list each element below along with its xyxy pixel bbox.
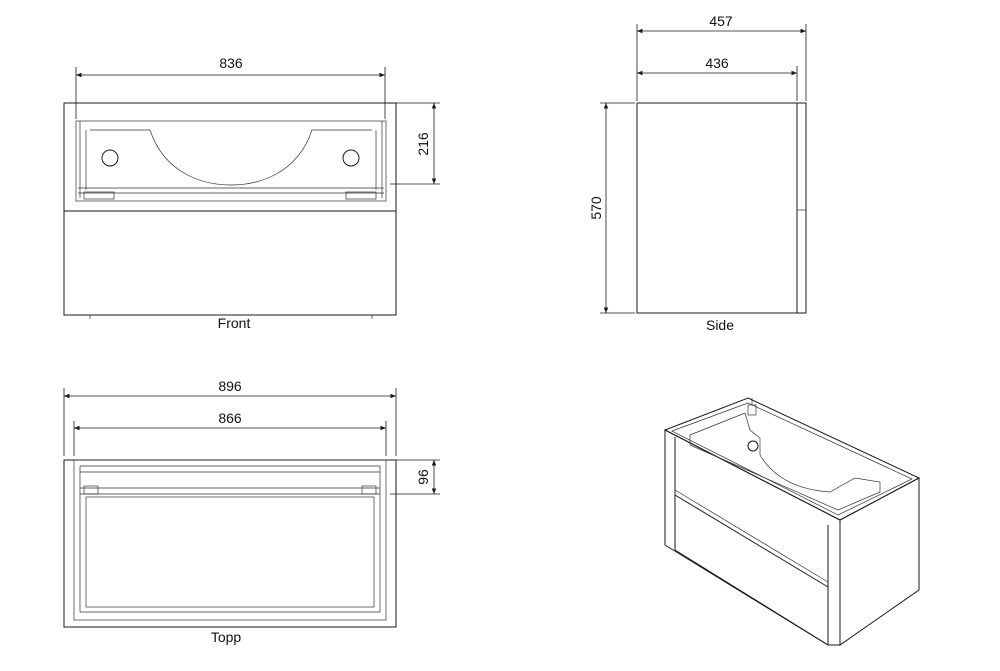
front-cabinet-outline bbox=[63, 102, 397, 316]
iso-interior-panel bbox=[689, 412, 881, 511]
top-depth-dim: 96 bbox=[415, 469, 431, 485]
top-drawer-box bbox=[85, 496, 375, 608]
side-caption: Side bbox=[706, 317, 734, 333]
top-caption: Topp bbox=[211, 629, 242, 645]
side-height-dim: 570 bbox=[588, 196, 604, 220]
front-left-runner bbox=[83, 191, 115, 200]
front-right-hole bbox=[342, 149, 360, 167]
isometric-view bbox=[663, 397, 921, 646]
front-left-hole bbox=[101, 149, 119, 167]
side-view: 457 436 570 Side bbox=[588, 13, 807, 333]
side-front-panel bbox=[796, 102, 807, 314]
top-outer-width-dim: 896 bbox=[218, 378, 242, 394]
top-cabinet-outline bbox=[63, 459, 397, 628]
side-outer-width-dim: 457 bbox=[709, 13, 733, 29]
front-width-dim: 836 bbox=[219, 55, 243, 71]
front-height-dim: 216 bbox=[415, 132, 431, 156]
front-basin-curve bbox=[149, 129, 313, 186]
front-caption: Front bbox=[218, 315, 251, 331]
top-view: 896 866 96 Topp bbox=[63, 378, 440, 645]
front-right-runner bbox=[345, 191, 377, 200]
front-view: 836 216 Front bbox=[63, 55, 440, 331]
top-inner-width-dim: 866 bbox=[218, 410, 242, 426]
side-cabinet-outline bbox=[636, 102, 798, 314]
front-inner-frame bbox=[75, 120, 387, 202]
top-inner-frame bbox=[73, 459, 387, 621]
iso-drawer-split bbox=[674, 494, 829, 588]
iso-front-face bbox=[664, 429, 841, 646]
iso-side-face bbox=[839, 477, 920, 646]
side-inner-width-dim: 436 bbox=[705, 55, 729, 71]
iso-hole bbox=[747, 440, 759, 452]
iso-top-outline bbox=[663, 397, 921, 521]
